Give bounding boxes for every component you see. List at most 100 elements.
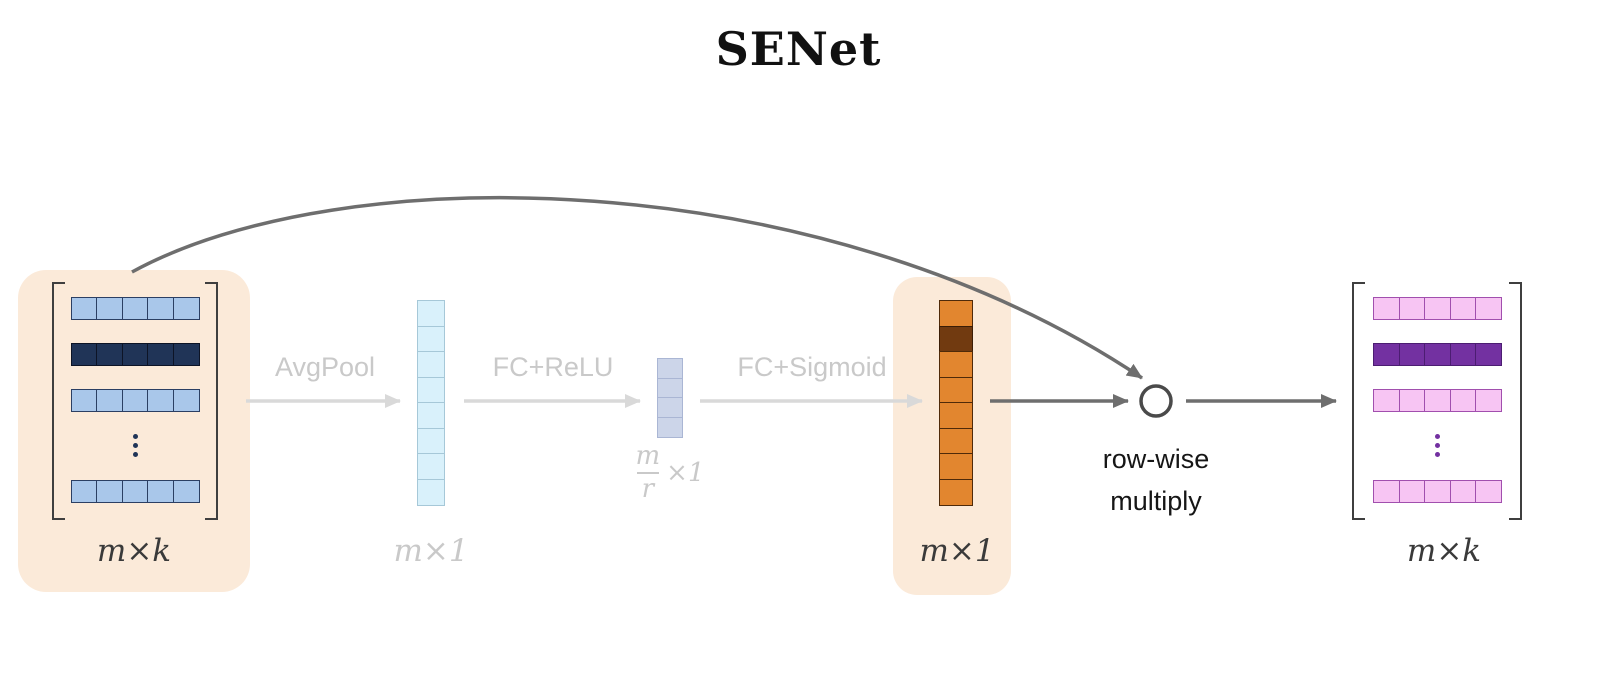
matrix-cell <box>96 297 123 320</box>
matrix-cell <box>1424 342 1451 366</box>
fraction-denominator: r <box>641 474 655 505</box>
excitation-dim-label: m×1 <box>919 533 995 569</box>
vector-cell <box>657 358 683 379</box>
vector-cell <box>417 478 445 506</box>
matrix-row <box>1373 480 1502 503</box>
vector-cell <box>417 351 445 378</box>
matrix-row <box>1373 297 1502 320</box>
matrix-cell <box>172 342 200 366</box>
excitation-vector <box>939 300 973 506</box>
multiply-label-line2: multiply <box>1110 486 1202 516</box>
matrix-cell <box>121 297 149 320</box>
matrix-cell <box>1475 342 1502 366</box>
vector-cell <box>939 300 973 327</box>
matrix-cell <box>70 297 98 320</box>
matrix-cell <box>70 480 98 503</box>
matrix-cell <box>1424 480 1451 503</box>
matrix-cell <box>96 388 123 412</box>
matrix-cell <box>1373 342 1400 366</box>
bottleneck-vector <box>657 358 683 438</box>
vector-cell <box>939 351 973 378</box>
fraction: m r <box>635 441 661 505</box>
matrix-row <box>1373 388 1502 412</box>
vector-cell <box>417 325 445 353</box>
matrix-row <box>70 388 200 412</box>
right-matrix-bracket-right <box>1509 282 1522 520</box>
dot <box>132 452 138 458</box>
pooled-vector-dim-label: m×1 <box>393 533 469 569</box>
matrix-cell <box>70 342 98 366</box>
matrix-cell <box>1373 480 1400 503</box>
vector-cell <box>939 376 973 404</box>
vector-cell <box>657 397 683 418</box>
matrix-cell <box>147 342 174 366</box>
vector-cell <box>417 402 445 429</box>
matrix-cell <box>1373 297 1400 320</box>
pooled-vector <box>417 300 445 506</box>
matrix-cell <box>121 342 149 366</box>
fc-relu-label: FC+ReLU <box>492 352 614 382</box>
matrix-cell <box>1398 297 1426 320</box>
diagram-title: SENet <box>715 22 882 76</box>
matrix-cell <box>121 388 149 412</box>
ellipsis-dots <box>132 434 138 458</box>
matrix-row <box>1373 342 1502 366</box>
matrix-cell <box>147 480 174 503</box>
ellipsis-dots <box>1435 434 1440 458</box>
vector-cell <box>417 427 445 455</box>
matrix-cell <box>172 297 200 320</box>
vector-cell <box>939 478 973 506</box>
multiply-label-line1: row-wise <box>1102 444 1210 474</box>
matrix-cell <box>172 480 200 503</box>
vector-cell <box>417 376 445 404</box>
matrix-cell <box>121 480 149 503</box>
matrix-cell <box>70 388 98 412</box>
matrix-cell <box>1449 342 1477 366</box>
matrix-cell <box>1475 388 1502 412</box>
fc-sigmoid-label: FC+Sigmoid <box>737 352 887 382</box>
fraction-numerator: m <box>635 441 661 471</box>
matrix-cell <box>1424 297 1451 320</box>
matrix-cell <box>1475 297 1502 320</box>
vector-cell <box>939 402 973 429</box>
input-matrix-dim-label: m×k <box>96 533 172 569</box>
matrix-row <box>70 480 200 503</box>
matrix-cell <box>147 297 174 320</box>
matrix-cell <box>1398 480 1426 503</box>
matrix-cell <box>1373 388 1400 412</box>
matrix-cell <box>1424 388 1451 412</box>
matrix-cell <box>172 388 200 412</box>
dot <box>1435 452 1440 458</box>
matrix-cell <box>1449 388 1477 412</box>
dot <box>132 443 138 449</box>
multiply-node-circle <box>1139 384 1173 418</box>
matrix-cell <box>1475 480 1502 503</box>
avgpool-label: AvgPool <box>274 352 376 382</box>
vector-cell <box>939 325 973 353</box>
vector-cell <box>417 453 445 480</box>
matrix-cell <box>1398 342 1426 366</box>
matrix-cell <box>96 342 123 366</box>
matrix-cell <box>96 480 123 503</box>
vector-cell <box>939 427 973 455</box>
matrix-cell <box>147 388 174 412</box>
output-matrix <box>1360 297 1515 503</box>
multiply-node-label: row-wise multiply <box>1056 438 1256 522</box>
dot <box>1435 434 1440 440</box>
matrix-cell <box>1449 480 1477 503</box>
matrix-row <box>70 342 200 366</box>
vector-cell <box>657 377 683 399</box>
fraction-bar <box>636 472 659 475</box>
fraction-suffix: ×1 <box>666 458 705 489</box>
matrix-cell <box>1398 388 1426 412</box>
vector-cell <box>939 453 973 480</box>
left-matrix-bracket-left <box>52 282 65 520</box>
dot <box>132 434 138 440</box>
matrix-row <box>70 297 200 320</box>
input-matrix <box>60 297 210 503</box>
output-matrix-dim-label: m×k <box>1406 533 1482 569</box>
dot <box>1435 443 1440 449</box>
vector-cell <box>657 416 683 438</box>
vector-cell <box>417 300 445 327</box>
